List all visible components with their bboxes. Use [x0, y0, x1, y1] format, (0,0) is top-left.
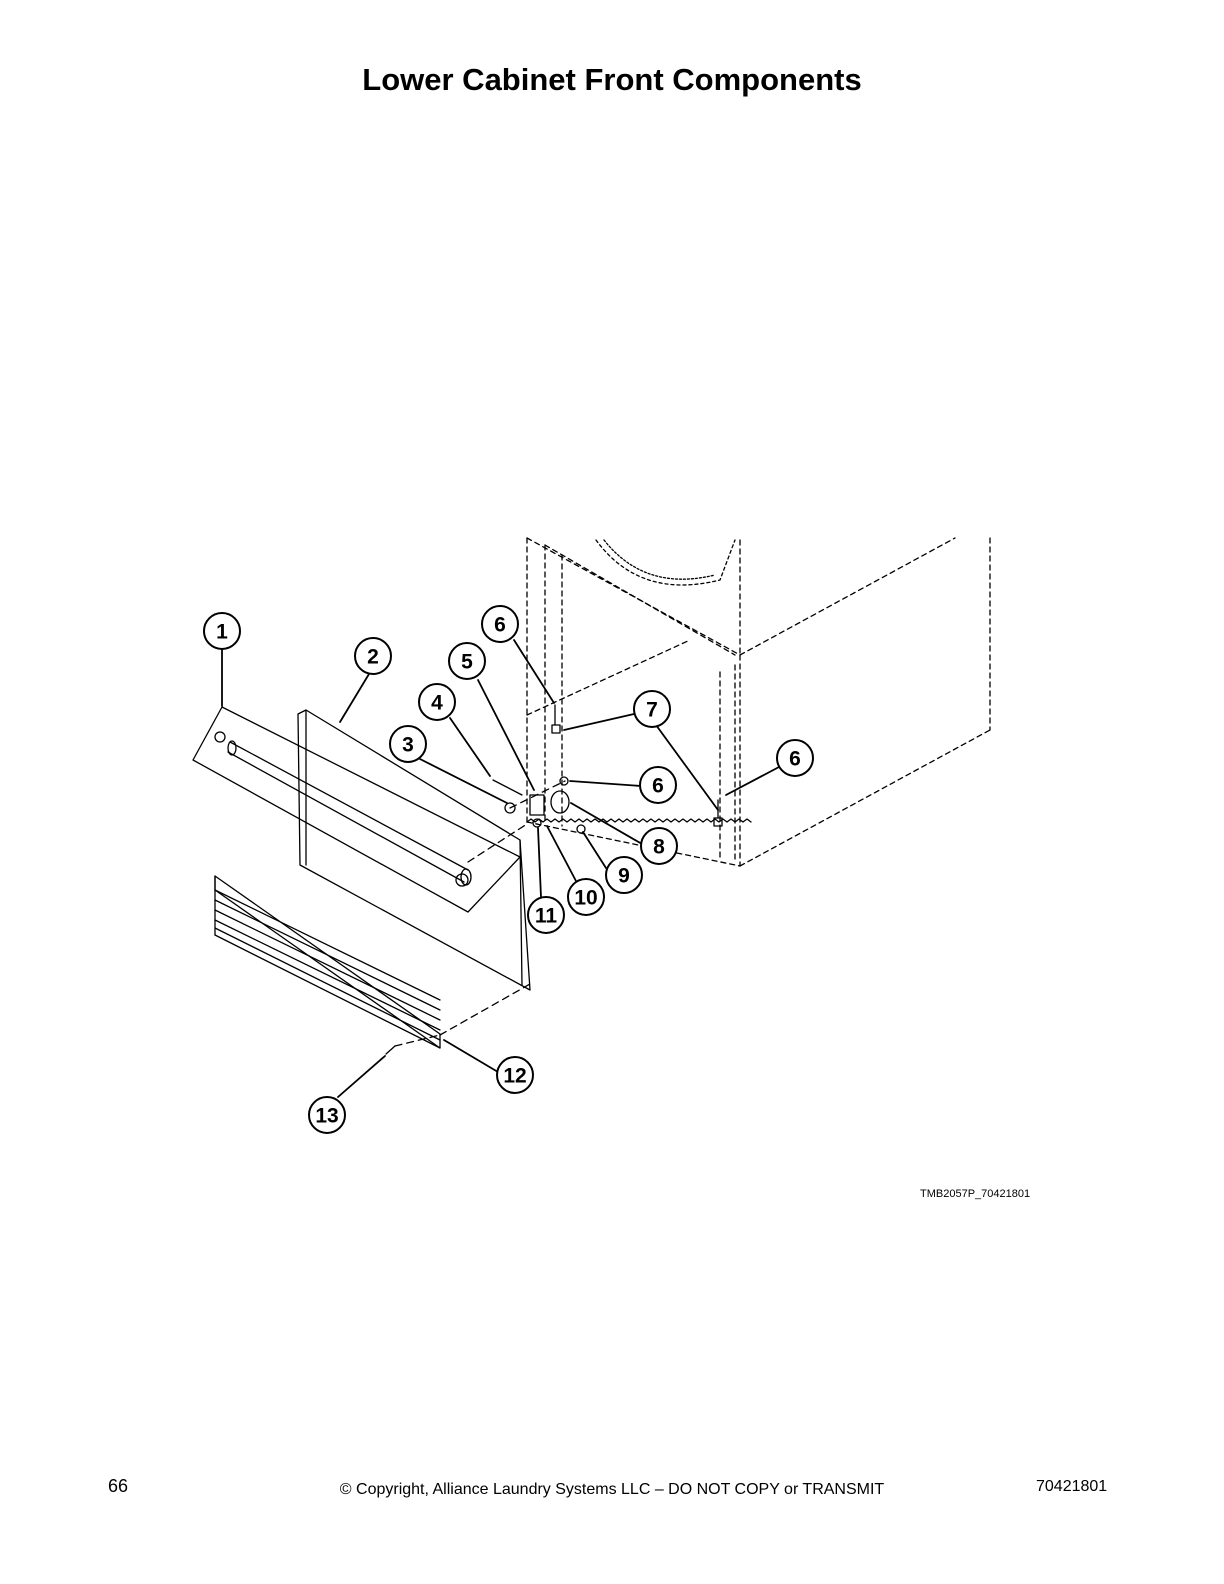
cabinet-edge	[526, 818, 752, 823]
callout-10: 10	[574, 887, 597, 910]
callout-5: 5	[461, 651, 473, 674]
callout-3: 3	[402, 734, 414, 757]
callout-8: 8	[653, 836, 665, 859]
callout-12: 12	[503, 1065, 526, 1088]
alignment-lines	[394, 780, 566, 1047]
callout-7: 7	[646, 699, 658, 722]
callout-1: 1	[216, 621, 228, 644]
callout-9: 9	[618, 865, 630, 888]
part-2-front-panel	[297, 709, 531, 991]
callout-11: 11	[535, 905, 558, 928]
callout-6-middle: 6	[652, 775, 664, 798]
fasteners	[385, 704, 723, 1055]
page-number: 66	[108, 1476, 129, 1496]
page-title: Lower Cabinet Front Components	[362, 62, 862, 97]
cabinet-outline	[526, 537, 991, 867]
callout-2: 2	[367, 646, 379, 669]
callout-4: 4	[431, 692, 443, 715]
drum-opening	[595, 539, 736, 586]
document-number: 70421801	[1036, 1478, 1108, 1495]
leader-lines	[221, 639, 780, 1098]
copyright-notice: © Copyright, Alliance Laundry Systems LL…	[339, 1481, 885, 1498]
callout-13: 13	[315, 1105, 338, 1128]
callout-markers	[203, 605, 814, 1134]
callout-6-top: 6	[494, 614, 506, 637]
figure-reference: TMB2057P_70421801	[920, 1188, 1031, 1200]
part-12-kick-plate	[214, 875, 441, 1049]
callout-6-right: 6	[789, 748, 801, 771]
